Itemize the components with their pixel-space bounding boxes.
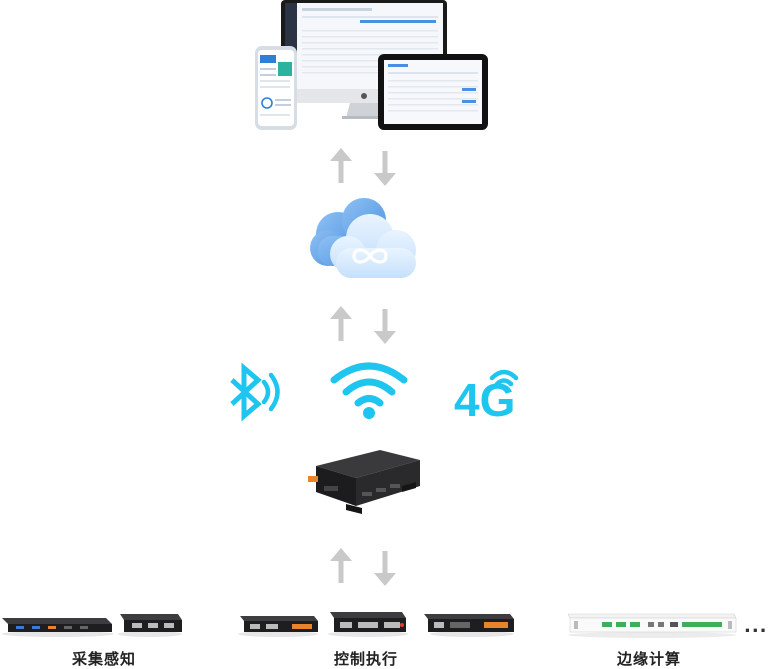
category-label-control: 控制执行: [334, 650, 399, 668]
bidirectional-arrows-middle: [330, 306, 396, 344]
bidirectional-arrows-top: [330, 148, 396, 186]
gateway-device-icon: [308, 450, 420, 514]
infinity-symbol: [352, 248, 388, 264]
up-arrow-icon: [330, 306, 352, 341]
bluetooth-icon: [230, 362, 280, 422]
wifi-icon: [330, 362, 408, 419]
monitor-tablet-phone-icon: [255, 0, 488, 130]
up-arrow-icon: [330, 148, 352, 183]
down-arrow-icon: [374, 551, 396, 586]
antenna-connector: [308, 476, 318, 482]
down-arrow-icon: [374, 309, 396, 344]
up-arrow-icon: [330, 548, 352, 583]
more-ellipsis: ...: [744, 616, 768, 637]
edge-computing-device-image: [567, 613, 737, 638]
down-arrow-icon: [374, 151, 396, 186]
cloud-infinity-icon: [310, 198, 416, 278]
bidirectional-arrows-bottom: [330, 548, 396, 586]
acquisition-devices-image: [2, 614, 182, 637]
4g-icon: 4G: [454, 369, 519, 424]
category-label-acquisition: 采集感知: [72, 650, 137, 668]
control-devices-image: [238, 612, 514, 637]
category-label-edge: 边缘计算: [617, 650, 682, 668]
